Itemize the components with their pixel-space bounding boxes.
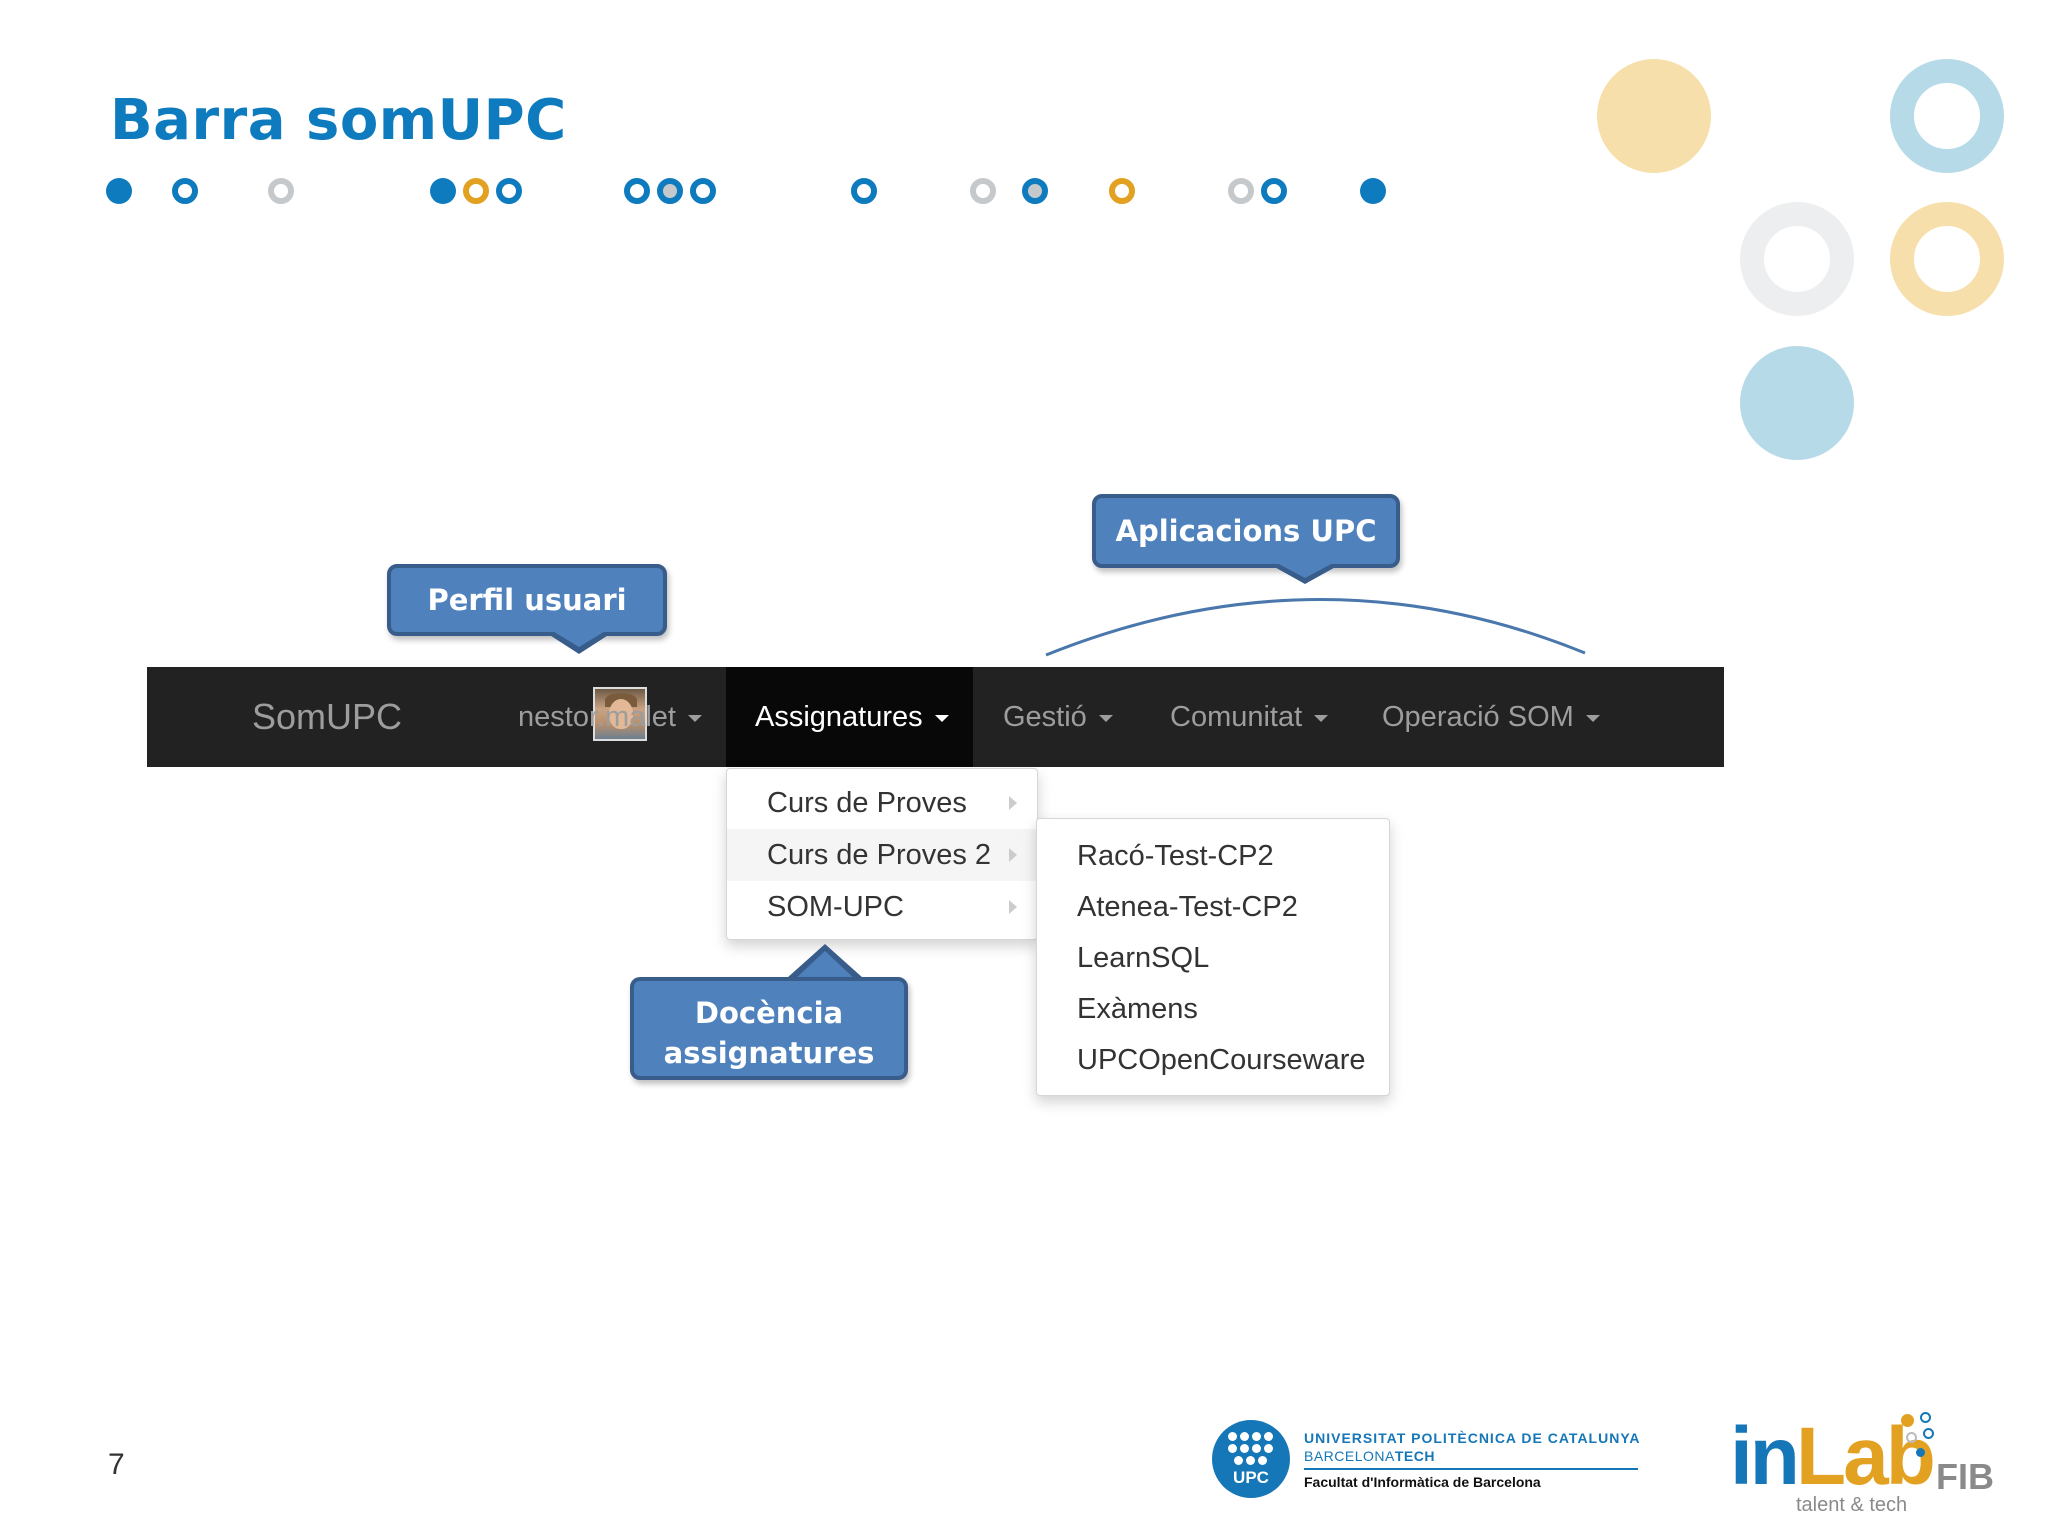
- dropdown-item-label: Curs de Proves: [767, 787, 967, 819]
- caret-right-icon: [1009, 900, 1017, 914]
- caret-down-icon: [934, 714, 949, 722]
- dot-decoration: [172, 178, 198, 204]
- caret-right-icon: [1009, 848, 1017, 862]
- dot-decoration: [970, 178, 996, 204]
- nav-user-menu[interactable]: nestor.malet: [518, 667, 702, 767]
- page-number: 7: [108, 1448, 125, 1481]
- callout-profile-label: Perfil usuari: [427, 583, 627, 617]
- caret-down-icon: [1585, 714, 1600, 722]
- caret-down-icon: [1098, 714, 1113, 722]
- university-subtitle-b: TECH: [1394, 1448, 1435, 1464]
- caret-right-icon: [1009, 796, 1017, 810]
- nav-assignatures-label: Assignatures: [755, 701, 923, 733]
- caret-down-icon: [1314, 714, 1329, 722]
- dropdown-item[interactable]: SOM-UPC: [727, 881, 1037, 933]
- dropdown-item-label: SOM-UPC: [767, 891, 904, 923]
- nav-comunitat-label: Comunitat: [1170, 701, 1303, 733]
- dot-decoration: [268, 178, 294, 204]
- slide-title: Barra somUPC: [110, 88, 567, 153]
- somupc-navbar: SomUPC nestor.malet Assignatures Gestió …: [147, 667, 1724, 767]
- callout-apps-label: Aplicacions UPC: [1115, 514, 1377, 548]
- callout-teaching-line2: assignatures: [663, 1036, 875, 1070]
- callout-teaching-line1: Docència: [694, 996, 844, 1030]
- dot-decoration: [496, 178, 522, 204]
- callout-pointer: [551, 630, 607, 647]
- inlab-fib-logo: in Lab FIB talent & tech: [1730, 1410, 2020, 1516]
- dropdown-item-label: Curs de Proves 2: [767, 839, 992, 871]
- nav-operacio-som[interactable]: Operació SOM: [1382, 667, 1600, 767]
- nav-gestio-label: Gestió: [1003, 701, 1087, 733]
- circle-decoration: [1740, 346, 1854, 460]
- dot-decoration: [1228, 178, 1254, 204]
- dropdown-item[interactable]: Curs de Proves: [727, 777, 1037, 829]
- faculty-name: Facultat d'Informàtica de Barcelona: [1304, 1474, 1541, 1490]
- dot-decoration: [1022, 178, 1048, 204]
- ring-decoration: [1740, 202, 1854, 316]
- circle-decoration: [1597, 59, 1711, 173]
- nav-comunitat[interactable]: Comunitat: [1170, 667, 1329, 767]
- dropdown-item[interactable]: Curs de Proves 2: [727, 829, 1037, 881]
- upc-logo-text: UPC: [1233, 1468, 1269, 1487]
- upc-logo: UPC: [1212, 1420, 1290, 1498]
- dot-decoration: [851, 178, 877, 204]
- inlab-logo-in: in: [1730, 1411, 1800, 1502]
- submenu-item[interactable]: UPCOpenCourseware: [1077, 1044, 1366, 1076]
- ring-decoration: [1890, 59, 2004, 173]
- inlab-tagline: talent & tech: [1796, 1494, 1908, 1516]
- dot-decoration: [430, 178, 456, 204]
- ring-decoration: [1890, 202, 2004, 316]
- submenu-item[interactable]: Atenea-Test-CP2: [1077, 891, 1298, 923]
- callout-teaching: Docència assignatures: [630, 977, 908, 1080]
- dot-decoration: [1261, 178, 1287, 204]
- university-subtitle: BARCELONATECH: [1304, 1448, 1435, 1464]
- university-subtitle-a: BARCELONA: [1304, 1448, 1395, 1464]
- nav-user-label: nestor.malet: [518, 701, 676, 733]
- inlab-logo-fib: FIB: [1936, 1456, 1994, 1497]
- user-avatar[interactable]: [593, 687, 647, 741]
- apps-bracket-arc: [1045, 598, 1586, 657]
- caret-down-icon: [687, 714, 702, 722]
- assignatures-dropdown: Curs de Proves Curs de Proves 2 SOM-UPC: [726, 768, 1038, 940]
- callout-pointer: [1275, 562, 1335, 578]
- footer-divider: [1304, 1468, 1638, 1470]
- submenu-item[interactable]: Racó-Test-CP2: [1077, 840, 1274, 872]
- navbar-brand[interactable]: SomUPC: [252, 696, 403, 737]
- callout-apps: Aplicacions UPC: [1092, 494, 1400, 568]
- dot-decoration: [1109, 178, 1135, 204]
- university-name: UNIVERSITAT POLITÈCNICA DE CATALUNYA: [1304, 1430, 1641, 1446]
- submenu-item[interactable]: Exàmens: [1077, 993, 1198, 1025]
- inlab-logo-lab: Lab: [1796, 1411, 1936, 1502]
- dot-decoration: [657, 178, 683, 204]
- dot-decoration: [463, 178, 489, 204]
- nav-operacio-som-label: Operació SOM: [1382, 701, 1574, 733]
- dot-decoration: [624, 178, 650, 204]
- nav-assignatures[interactable]: Assignatures: [726, 667, 973, 767]
- dot-decoration: [690, 178, 716, 204]
- course-submenu: Racó-Test-CP2 Atenea-Test-CP2 LearnSQL E…: [1036, 818, 1390, 1096]
- nav-gestio[interactable]: Gestió: [1003, 667, 1113, 767]
- callout-pointer: [793, 951, 857, 981]
- dot-decoration: [106, 178, 132, 204]
- callout-profile: Perfil usuari: [387, 564, 667, 636]
- dot-decoration: [1360, 178, 1386, 204]
- submenu-item[interactable]: LearnSQL: [1077, 942, 1210, 974]
